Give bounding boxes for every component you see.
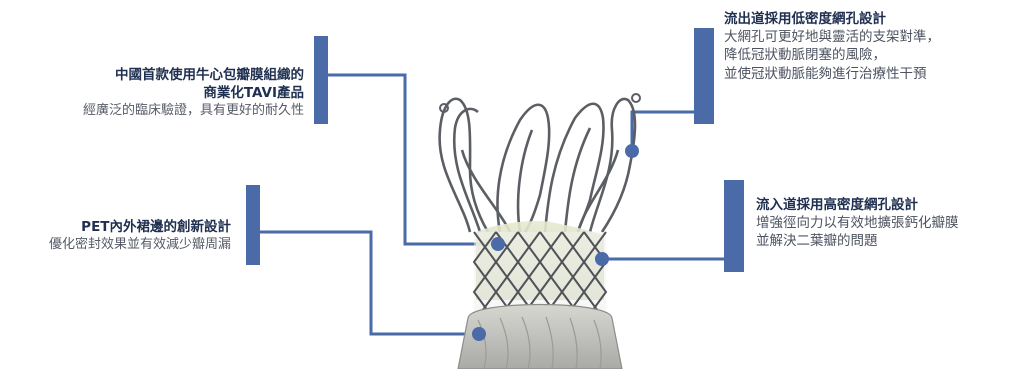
callout-top-left: 中國首款使用牛心包瓣膜組織的 商業化TAVI產品 經廣泛的臨床驗證，具有更好的耐…: [4, 66, 304, 120]
anchor-dot-top-right: [625, 144, 639, 158]
callout-top-right: 流出道採用低密度網孔設計 大網孔可更好地與靈活的支架對準， 降低冠狀動脈閉塞的風…: [724, 10, 1012, 83]
anchor-dot-top-left: [491, 237, 505, 251]
callout-bottom-left: PET內外裙邊的創新設計 優化密封效果並有效減少瓣周漏: [6, 218, 231, 254]
connector-line-bottom-left: [260, 232, 478, 334]
callout-bottom-right: 流入道採用高密度網孔設計 增強徑向力以有效地擴張鈣化瓣膜 並解決二葉瓣的問題: [756, 196, 1012, 251]
accent-bar-bottom-right: [724, 180, 744, 272]
anchor-dot-bottom-left: [472, 327, 486, 341]
accent-bar-bottom-left: [246, 185, 260, 265]
callout-title: 流出道採用低密度網孔設計: [724, 10, 1012, 28]
callout-title: 商業化TAVI產品: [4, 84, 304, 102]
connector-line-top-right: [632, 112, 694, 150]
accent-bar-top-right: [694, 28, 714, 124]
callout-description: 並使冠狀動脈能夠進行治療性干預: [724, 65, 1012, 83]
tavi-valve-illustration: [440, 94, 640, 369]
accent-bar-top-left: [314, 36, 328, 124]
callout-description: 優化密封效果並有效減少瓣周漏: [6, 236, 231, 254]
anchor-dot-bottom-right: [595, 252, 609, 266]
callout-description: 降低冠狀動脈閉塞的風險，: [724, 46, 1012, 64]
callout-description: 經廣泛的臨床驗證，具有更好的耐久性: [4, 102, 304, 120]
callout-description: 大網孔可更好地與靈活的支架對準，: [724, 28, 1012, 46]
callout-title: PET內外裙邊的創新設計: [6, 218, 231, 236]
callout-title: 流入道採用高密度網孔設計: [756, 196, 1012, 214]
callout-description: 增強徑向力以有效地擴張鈣化瓣膜: [756, 214, 1012, 232]
callout-description: 並解決二葉瓣的問題: [756, 232, 1012, 250]
callout-title: 中國首款使用牛心包瓣膜組織的: [4, 66, 304, 84]
